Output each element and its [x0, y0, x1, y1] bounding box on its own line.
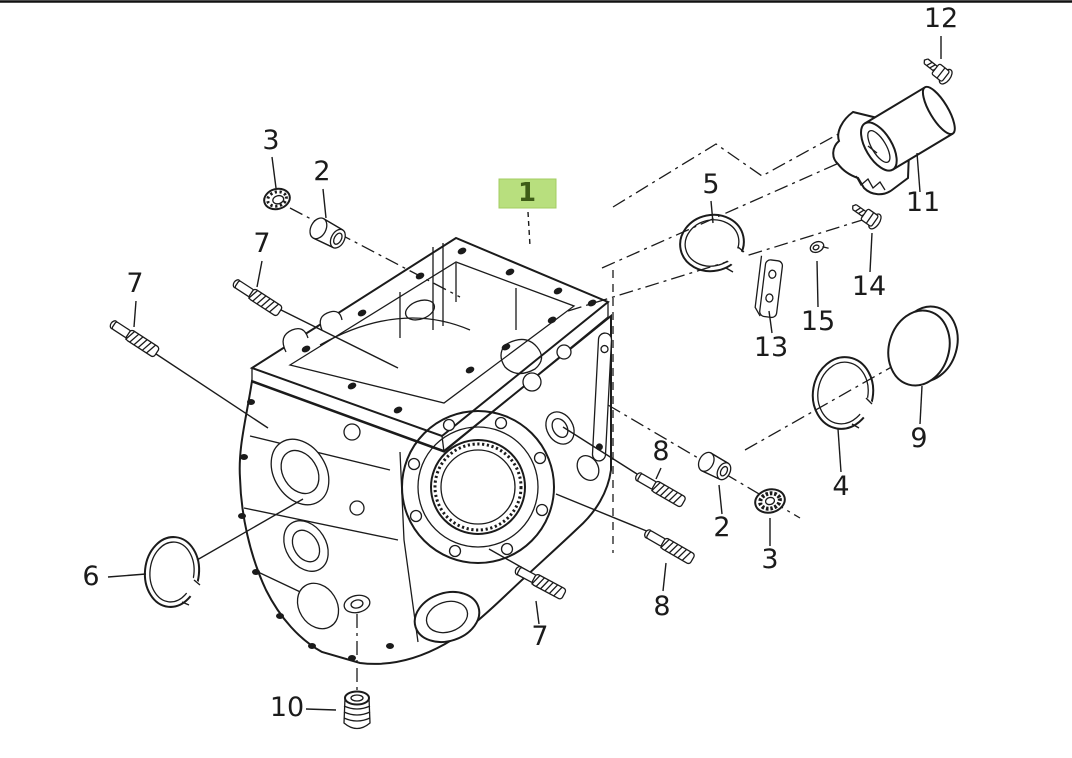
part-stud-right-upper — [632, 469, 688, 509]
part-label-8-lower: 8 — [653, 591, 670, 622]
part-label-7-far-left: 7 — [126, 268, 143, 299]
part-label-1: 1 — [518, 178, 536, 208]
part-label-8-upper: 8 — [652, 436, 669, 467]
part-snap-ring-left — [143, 536, 212, 608]
part-label-7-bottom: 7 — [531, 621, 548, 652]
part-label-15: 15 — [801, 306, 835, 337]
part-label-2-right: 2 — [713, 512, 730, 543]
housing-bottom-bore-inner — [425, 600, 469, 634]
callout-1-highlighted[interactable]: 1 — [498, 178, 557, 247]
housing-left-face — [238, 399, 399, 661]
part-label-9: 9 — [910, 423, 927, 454]
part-bolt-flanged — [847, 198, 885, 232]
housing-side-bosses — [500, 338, 600, 481]
part-bushing-upper — [309, 217, 346, 249]
housing-lug — [319, 310, 343, 331]
part-label-4: 4 — [832, 471, 849, 502]
drain-plug-boss-hole — [350, 599, 364, 609]
housing-lug — [282, 327, 309, 353]
part-sleeve-cylinder — [832, 85, 956, 196]
gearbox-housing — [238, 236, 613, 665]
part-label-14: 14 — [852, 271, 886, 302]
part-bushing-right — [697, 451, 732, 481]
part-label-11: 11 — [906, 187, 940, 218]
part-label-6: 6 — [82, 561, 99, 592]
housing-top-opening-detail — [319, 243, 517, 346]
part-stud-right-lower — [641, 526, 697, 566]
part-label-7-upper: 7 — [253, 228, 270, 259]
part-stud-upper — [230, 276, 284, 318]
drain-plug-boss — [343, 594, 371, 614]
part-drain-plug — [343, 690, 371, 730]
part-oil-seal-upper — [263, 187, 291, 211]
part-label-13: 13 — [754, 332, 788, 363]
callout-labels: 1 3 2 7 7 5 12 11 14 15 13 9 4 8 2 3 8 — [82, 3, 958, 723]
part-oil-seal-right — [754, 488, 786, 514]
part-label-5: 5 — [702, 169, 719, 200]
part-cap-disc — [887, 305, 959, 387]
part-clip-small — [809, 240, 829, 254]
housing-right-slot — [591, 332, 613, 462]
part-snap-ring-right — [811, 356, 885, 430]
highlight-box — [498, 178, 557, 209]
part-label-3-right: 3 — [761, 544, 778, 575]
housing-front-bore — [401, 410, 555, 564]
part-label-3-upper: 3 — [262, 125, 279, 156]
part-bolt-small — [918, 52, 956, 87]
part-snap-ring-front — [679, 213, 755, 275]
part-label-12: 12 — [924, 3, 958, 34]
part-label-10: 10 — [270, 692, 304, 723]
part-plate-bracket — [754, 255, 784, 319]
part-label-2-upper: 2 — [313, 156, 330, 187]
